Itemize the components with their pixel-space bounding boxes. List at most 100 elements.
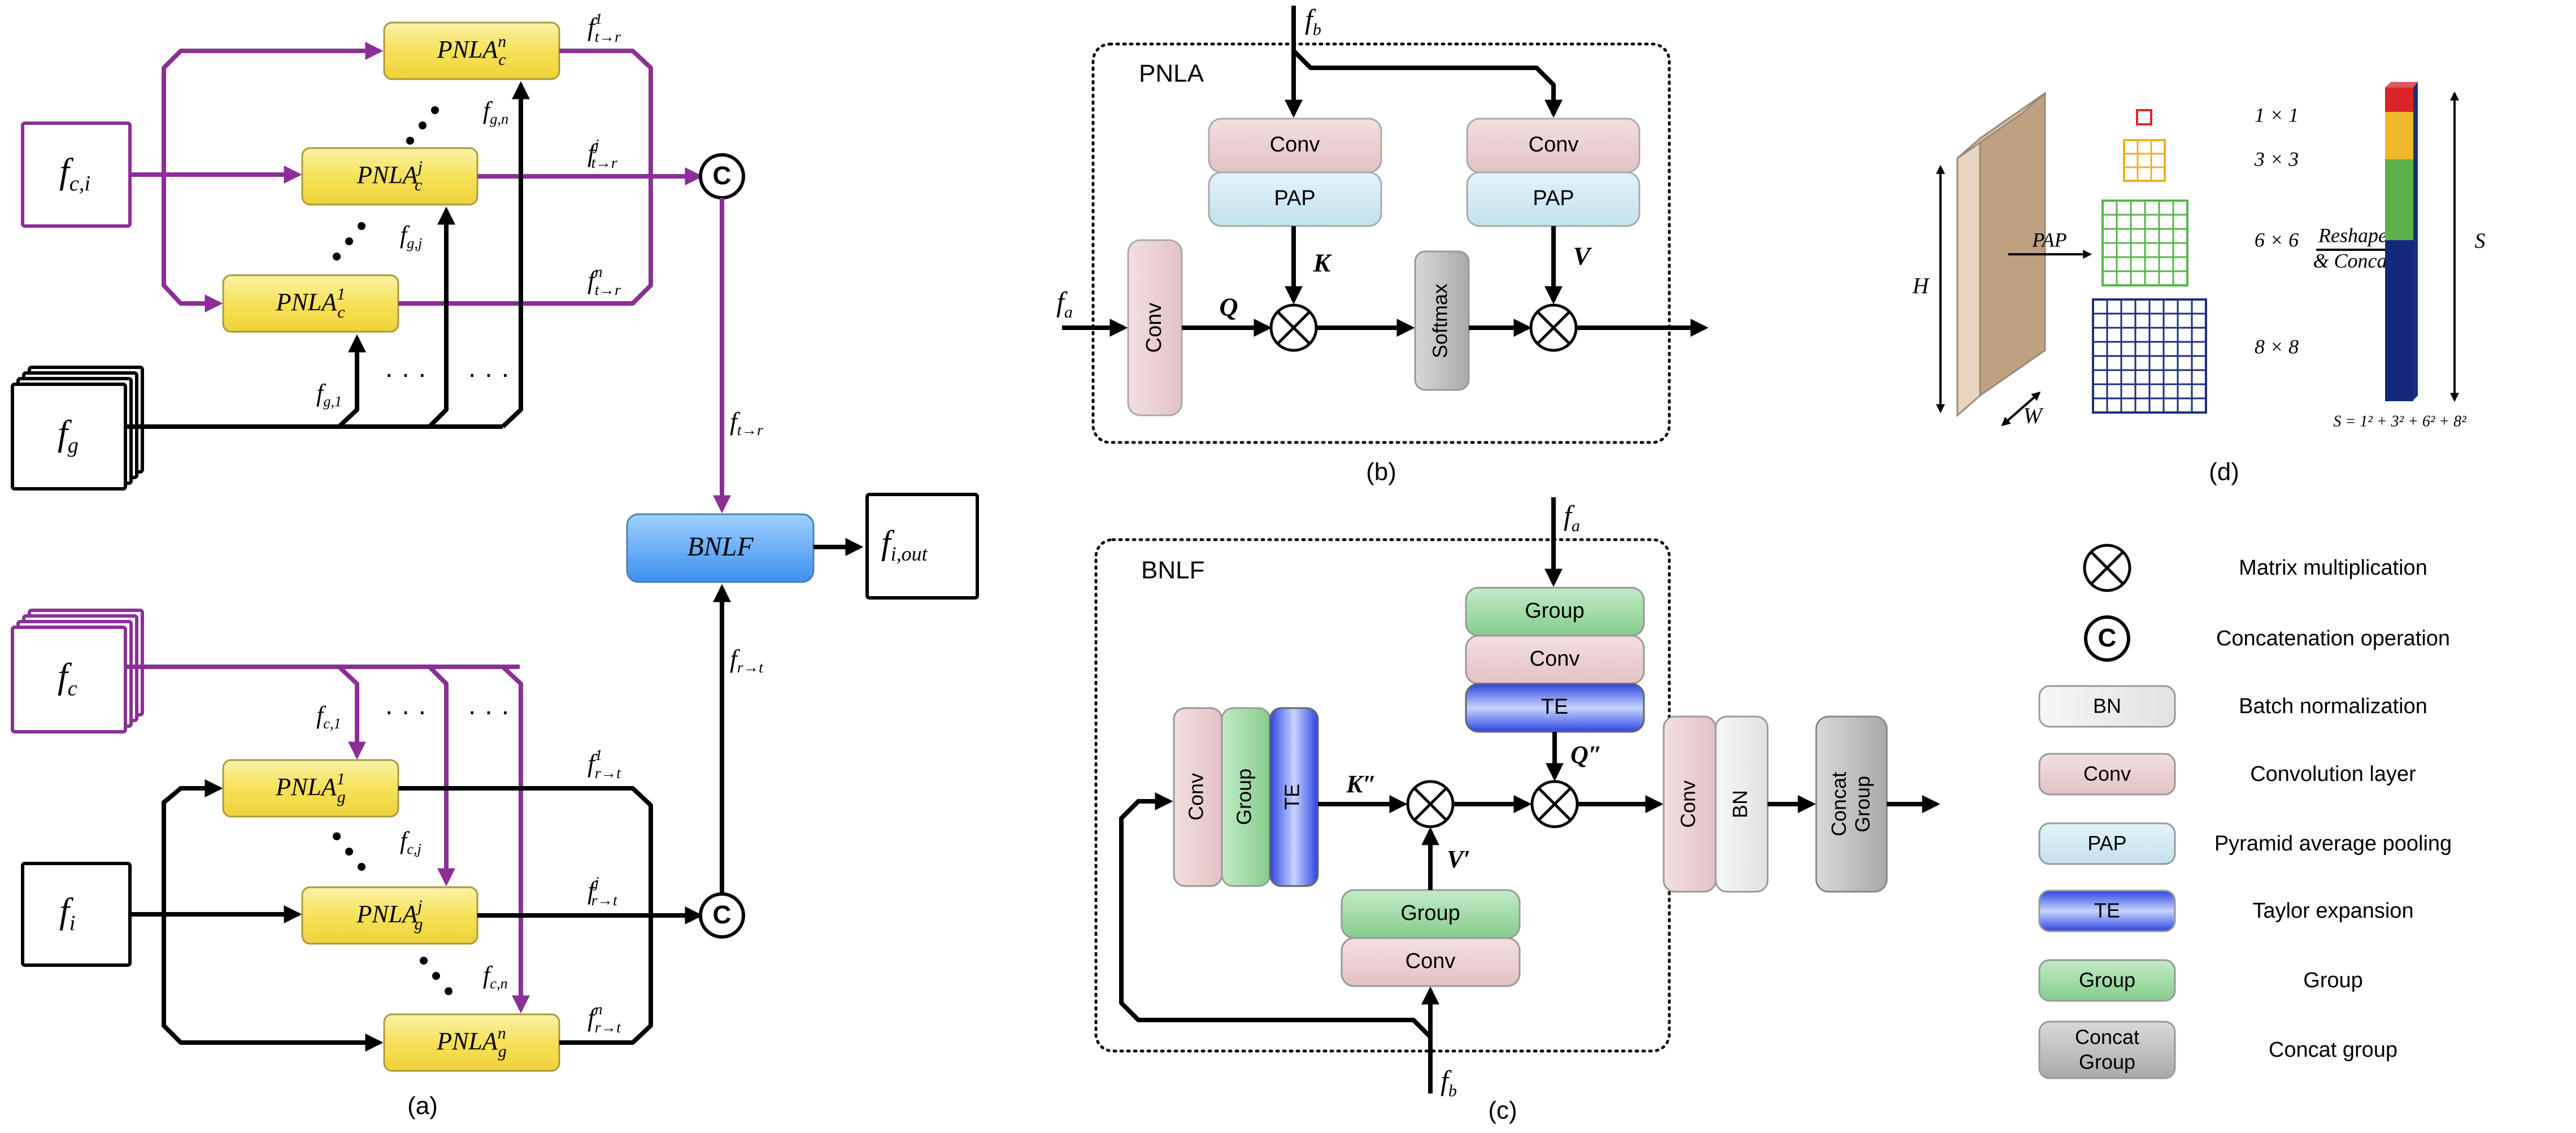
legend-te-text: Taylor expansion xyxy=(2252,899,2413,923)
concat-symbol: C xyxy=(699,153,745,199)
legend-bn-box xyxy=(2038,685,2176,728)
legend-pap-box-label: PAP xyxy=(2087,832,2126,855)
matmul-symbol xyxy=(1529,303,1578,352)
matmul-cross xyxy=(1413,787,1448,822)
matmul-cross xyxy=(2090,550,2125,585)
legend-conv-box-label: Conv xyxy=(2083,762,2131,785)
legend-te-box-label: TE xyxy=(2094,899,2120,922)
bnlf-title: BNLF xyxy=(1141,557,1204,584)
concat-letter: C xyxy=(2098,623,2117,652)
grid-1x1 xyxy=(2136,109,2152,125)
bar-segment-3 xyxy=(2385,159,2413,240)
reshape-label-1: Reshape xyxy=(2318,224,2387,246)
bar-segment-2 xyxy=(2385,112,2413,159)
pnla-g1-out xyxy=(398,786,653,915)
fc-to-pnla-1 xyxy=(337,665,366,760)
legend-matmul-text: Matrix multiplication xyxy=(2239,556,2427,580)
output-label: fi,out xyxy=(881,524,928,566)
legend-cgroup-box xyxy=(2038,1021,2176,1079)
top-group-label: Group xyxy=(1525,599,1585,623)
top-conv-label: Conv xyxy=(1530,647,1580,671)
matmul-symbol xyxy=(1406,780,1455,828)
concat-group-label-1: Concat xyxy=(1827,772,1851,836)
right-bn-label: BN xyxy=(1729,790,1752,818)
fc-to-pnla-n xyxy=(501,665,530,1014)
bottom-group-label: Group xyxy=(1400,901,1460,925)
ellipsis-dot xyxy=(358,222,365,230)
grid-label-1: 1 × 1 xyxy=(2255,103,2299,126)
pnla-1-out xyxy=(398,176,653,306)
pap-label-d: PAP xyxy=(2031,228,2066,251)
bottom-conv-label: Conv xyxy=(1406,949,1456,973)
legend-cgroup-text: Concat group xyxy=(2269,1038,2397,1062)
matmul-cross xyxy=(1276,310,1311,345)
reshape-label-2: & Concat xyxy=(2313,249,2394,272)
input-fi-box xyxy=(21,862,132,967)
frt-label: fr→t xyxy=(730,644,764,676)
input-fc-box xyxy=(11,626,127,733)
ellipsis-lower-2: · · · xyxy=(468,697,510,727)
matmul-symbol xyxy=(2083,544,2131,592)
ellipsis-dot xyxy=(419,121,427,129)
grid-3x3 xyxy=(2123,139,2166,182)
legend-bn-text: Batch normalization xyxy=(2239,694,2427,718)
w-arrow-b xyxy=(2001,392,2040,427)
concat-group-label-2: Group xyxy=(1851,776,1874,832)
pnla-title: PNLA xyxy=(1139,60,1204,88)
grid-1x1-border xyxy=(2136,109,2152,125)
matmul-symbol xyxy=(1530,780,1579,828)
grid-label-3: 6 × 6 xyxy=(2255,228,2299,251)
bottom-conv-box xyxy=(1341,937,1521,987)
matmul-cross xyxy=(1536,310,1571,345)
fb-label: fb xyxy=(1305,3,1321,38)
pnla-pap1-label: PAP xyxy=(1274,186,1315,210)
softmax-box xyxy=(1414,250,1470,391)
legend-concat-text: Concatenation operation xyxy=(2216,627,2450,650)
legend-te-box xyxy=(2038,889,2176,932)
legend-pap-box xyxy=(2038,822,2176,865)
matmul-cross xyxy=(1537,787,1572,822)
grid-8x8 xyxy=(2092,298,2207,414)
left-te-box xyxy=(1269,707,1319,887)
v1-label: V′ xyxy=(1447,845,1470,873)
fi-to-pnla-1 xyxy=(162,779,223,914)
ellipsis-lower-1: · · · xyxy=(385,697,427,727)
k-label: K xyxy=(1313,249,1333,277)
legend-conv-text: Convolution layer xyxy=(2250,762,2416,786)
fb-label-c: fb xyxy=(1441,1065,1457,1100)
fa-label: fa xyxy=(1056,286,1073,321)
q2-label: Q″ xyxy=(1570,741,1602,769)
grid-3x3-border xyxy=(2123,139,2166,182)
fc-to-pnla-j xyxy=(428,665,455,887)
grid-label-2: 3 × 3 xyxy=(2254,147,2299,170)
s-label: S xyxy=(2475,229,2486,253)
legend-group-box xyxy=(2038,959,2176,1002)
left-te-label: TE xyxy=(1281,784,1304,810)
h-label: H xyxy=(1912,273,1930,298)
legend-pap-text: Pyramid average pooling xyxy=(2214,832,2452,856)
right-conv-label: Conv xyxy=(1677,780,1700,828)
pnla-conv2-label: Conv xyxy=(1529,133,1579,157)
pnla-conv1-label: Conv xyxy=(1270,133,1320,157)
fa-label-c: fa xyxy=(1564,500,1580,535)
pnla-dashed-frame xyxy=(1091,42,1671,444)
bar-top xyxy=(2385,82,2418,88)
fci-to-pnla-n xyxy=(162,42,384,175)
output-box xyxy=(865,493,979,600)
pnla-gn-out xyxy=(559,915,653,1045)
softmax-label: Softmax xyxy=(1429,284,1452,358)
legend-conv-box xyxy=(2038,753,2176,796)
ellipsis-dot xyxy=(432,972,440,980)
